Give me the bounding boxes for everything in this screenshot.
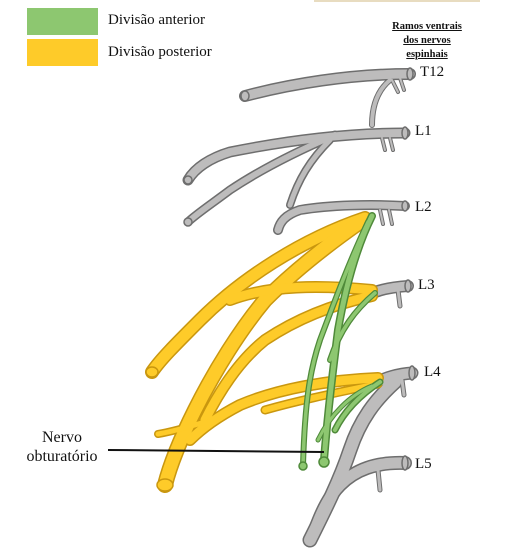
anterior-division-fills — [301, 213, 382, 467]
level-label-l4: L4 — [424, 364, 441, 380]
posterior-division-fills — [146, 212, 383, 492]
annotation-line-1: Nervo — [42, 429, 82, 446]
legend-swatch-posterior — [27, 39, 98, 66]
level-label-l5: L5 — [415, 456, 432, 472]
header-line-3: espinhais — [406, 49, 448, 60]
cut-ends — [145, 90, 330, 492]
legend-label-anterior: Divisão anterior — [108, 12, 206, 28]
gray-nerve-fills — [184, 69, 417, 546]
obturator-leader-line — [107, 449, 325, 453]
legend-swatch-anterior — [27, 8, 98, 35]
level-label-l2: L2 — [415, 199, 432, 215]
header-line-1: Ramos ventrais — [392, 21, 462, 32]
annotation-obturator: Nervo obturatório — [14, 428, 110, 466]
level-label-l3: L3 — [418, 277, 435, 293]
level-label-t12: T12 — [420, 64, 445, 80]
root-ends — [401, 67, 416, 471]
annotation-line-2: obturatório — [26, 448, 98, 465]
level-label-l1: L1 — [415, 123, 432, 139]
top-border-strip — [314, 0, 480, 2]
header-line-2: dos nervos — [403, 35, 451, 46]
legend-label-posterior: Divisão posterior — [108, 44, 212, 60]
